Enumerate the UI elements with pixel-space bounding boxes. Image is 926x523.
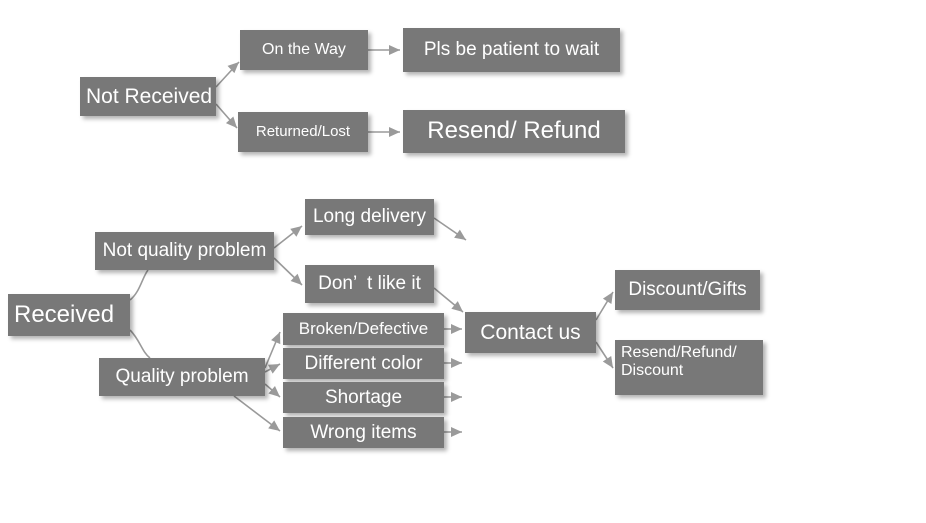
edge-quality-problem-to-wrong-items <box>233 395 281 432</box>
edge-not-received-to-on-the-way <box>215 61 240 88</box>
arrowhead-icon <box>451 427 462 437</box>
node-wrong-items[interactable]: Wrong items <box>283 417 444 448</box>
arrowhead-icon <box>267 364 280 374</box>
edge-on-the-way-to-pls-be-patient <box>368 45 400 55</box>
node-not-received[interactable]: Not Received <box>80 77 216 116</box>
edge-dont-like-it-to-contact-us <box>433 287 464 313</box>
node-not-quality-problem[interactable]: Not quality problem <box>95 232 274 270</box>
edge-contact-us-to-resend-refund-discount <box>595 341 614 369</box>
arrowhead-icon <box>451 358 462 368</box>
edge-returned-lost-to-resend-refund <box>368 127 400 137</box>
node-resend-refund[interactable]: Resend/ Refund <box>403 110 625 153</box>
arrowhead-icon <box>268 420 280 431</box>
arrowhead-icon <box>268 386 280 397</box>
node-different-color[interactable]: Different color <box>283 348 444 379</box>
edge-quality-problem-to-shortage <box>264 383 281 398</box>
edge-different-color-to-contact-us <box>444 358 462 368</box>
node-shortage[interactable]: Shortage <box>283 382 444 413</box>
node-quality-problem[interactable]: Quality problem <box>99 358 265 396</box>
node-broken-defective[interactable]: Broken/Defective <box>283 313 444 345</box>
arrowhead-icon <box>389 45 400 55</box>
node-received[interactable]: Received <box>8 294 130 336</box>
edge-shortage-to-contact-us <box>444 392 462 402</box>
edge-long-delivery-to-contact-us <box>433 217 467 241</box>
node-contact-us[interactable]: Contact us <box>465 312 596 353</box>
edge-not-quality-problem-to-dont-like-it <box>273 257 303 286</box>
edge-received-to-quality-problem <box>129 329 151 359</box>
edge-broken-defective-to-contact-us <box>444 324 462 334</box>
edge-not-quality-problem-to-long-delivery <box>273 225 303 249</box>
node-dont-like-it[interactable]: Don’ t like it <box>305 265 434 303</box>
node-on-the-way[interactable]: On the Way <box>240 30 368 70</box>
node-resend-refund-discount[interactable]: Resend/Refund/ Discount <box>615 340 763 395</box>
node-long-delivery[interactable]: Long delivery <box>305 199 434 235</box>
edge-quality-problem-to-broken-defective <box>264 331 281 369</box>
arrowhead-icon <box>454 229 466 240</box>
node-pls-be-patient[interactable]: Pls be patient to wait <box>403 28 620 72</box>
node-discount-gifts[interactable]: Discount/Gifts <box>615 270 760 310</box>
arrowhead-icon <box>290 226 302 237</box>
arrowhead-icon <box>451 324 462 334</box>
arrowhead-icon <box>290 273 302 285</box>
edge-received-to-not-quality-problem <box>129 269 149 301</box>
arrowhead-icon <box>451 301 463 312</box>
arrowhead-icon <box>451 392 462 402</box>
edge-wrong-items-to-contact-us <box>444 427 462 437</box>
edge-not-received-to-returned-lost <box>215 103 238 129</box>
arrowhead-icon <box>389 127 400 137</box>
edge-quality-problem-to-different-color <box>264 363 281 374</box>
node-returned-lost[interactable]: Returned/Lost <box>238 112 368 152</box>
